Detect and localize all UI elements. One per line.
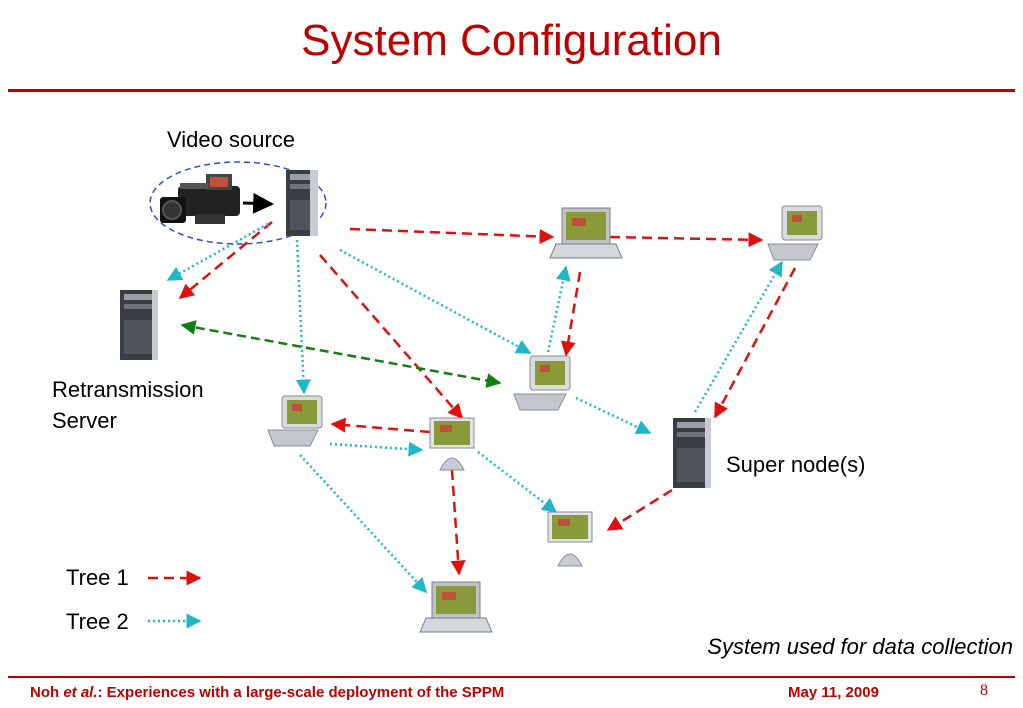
desktop-left-icon bbox=[267, 395, 323, 447]
legend-tree2-label: Tree 2 bbox=[66, 609, 129, 634]
legend-tree1-label: Tree 1 bbox=[66, 565, 129, 590]
retransmission-label-line1: Retransmission bbox=[52, 377, 204, 402]
desktop-mid-icon bbox=[513, 355, 571, 411]
footer-etal: et al. bbox=[63, 684, 98, 701]
edge-supernode-to-imac-bottom bbox=[606, 488, 673, 532]
laptop-bottom-icon bbox=[419, 581, 493, 633]
edge2-source-to-retransmission bbox=[166, 222, 269, 282]
tree1-edges bbox=[178, 221, 797, 576]
desktop-right-icon bbox=[767, 205, 823, 261]
edge2-desktop-left-to-laptop-bottom bbox=[299, 454, 428, 594]
retransmission-server-icon bbox=[120, 290, 158, 360]
edge-source-to-retransmission bbox=[178, 221, 273, 299]
retransmission-link bbox=[180, 320, 502, 388]
figure-caption: System used for data collection bbox=[707, 634, 1013, 659]
edge2-desktop-mid-to-laptop-top bbox=[546, 265, 571, 353]
edge-imac-center-to-laptop-bottom bbox=[450, 469, 466, 576]
imac-center-icon bbox=[429, 417, 475, 471]
edge-imac-center-to-desktop-left bbox=[330, 417, 431, 434]
edge-laptop-top-to-desktop-right bbox=[609, 232, 764, 248]
video-camera-icon bbox=[160, 174, 240, 224]
super-node-label: Super node(s) bbox=[726, 452, 866, 477]
edge-laptop-top-to-desktop-mid bbox=[560, 271, 582, 357]
imac-bottom-icon bbox=[547, 511, 593, 567]
title-divider bbox=[8, 89, 1015, 92]
video-source-group bbox=[149, 161, 327, 245]
retransmission-label-line2: Server bbox=[52, 408, 117, 433]
edge2-imac-center-to-imac-bottom bbox=[477, 451, 558, 513]
footer-talk-title: : Experiences with a large-scale deploym… bbox=[97, 684, 505, 701]
video-source-label: Video source bbox=[167, 127, 296, 152]
edge2-supernode-to-desktop-right bbox=[693, 260, 784, 413]
footer-citation: Noh et al.: Experiences with a large-sca… bbox=[30, 684, 504, 701]
footer-author: Noh bbox=[30, 684, 64, 701]
slide-title: System Configuration bbox=[301, 16, 722, 65]
edge-source-to-laptop-top bbox=[349, 227, 555, 244]
edge2-desktop-mid-to-supernode bbox=[575, 396, 652, 435]
tree2-edges bbox=[166, 222, 784, 594]
laptop-top-icon bbox=[549, 207, 623, 259]
edge2-source-to-desktop-left bbox=[295, 239, 311, 395]
camera-to-server-arrow bbox=[242, 192, 275, 214]
edge-source-to-imac-center bbox=[319, 254, 463, 420]
edge-desktop-right-to-supernode bbox=[713, 267, 797, 419]
video-server-icon bbox=[286, 170, 318, 236]
edge2-desktop-left-to-imac-center bbox=[329, 441, 424, 457]
edge2-source-to-desktop-mid bbox=[339, 248, 532, 355]
page-number: 8 bbox=[980, 682, 988, 699]
footer-date: May 11, 2009 bbox=[788, 684, 879, 701]
super-node-server-icon bbox=[673, 418, 711, 488]
footer-divider bbox=[8, 676, 1015, 678]
